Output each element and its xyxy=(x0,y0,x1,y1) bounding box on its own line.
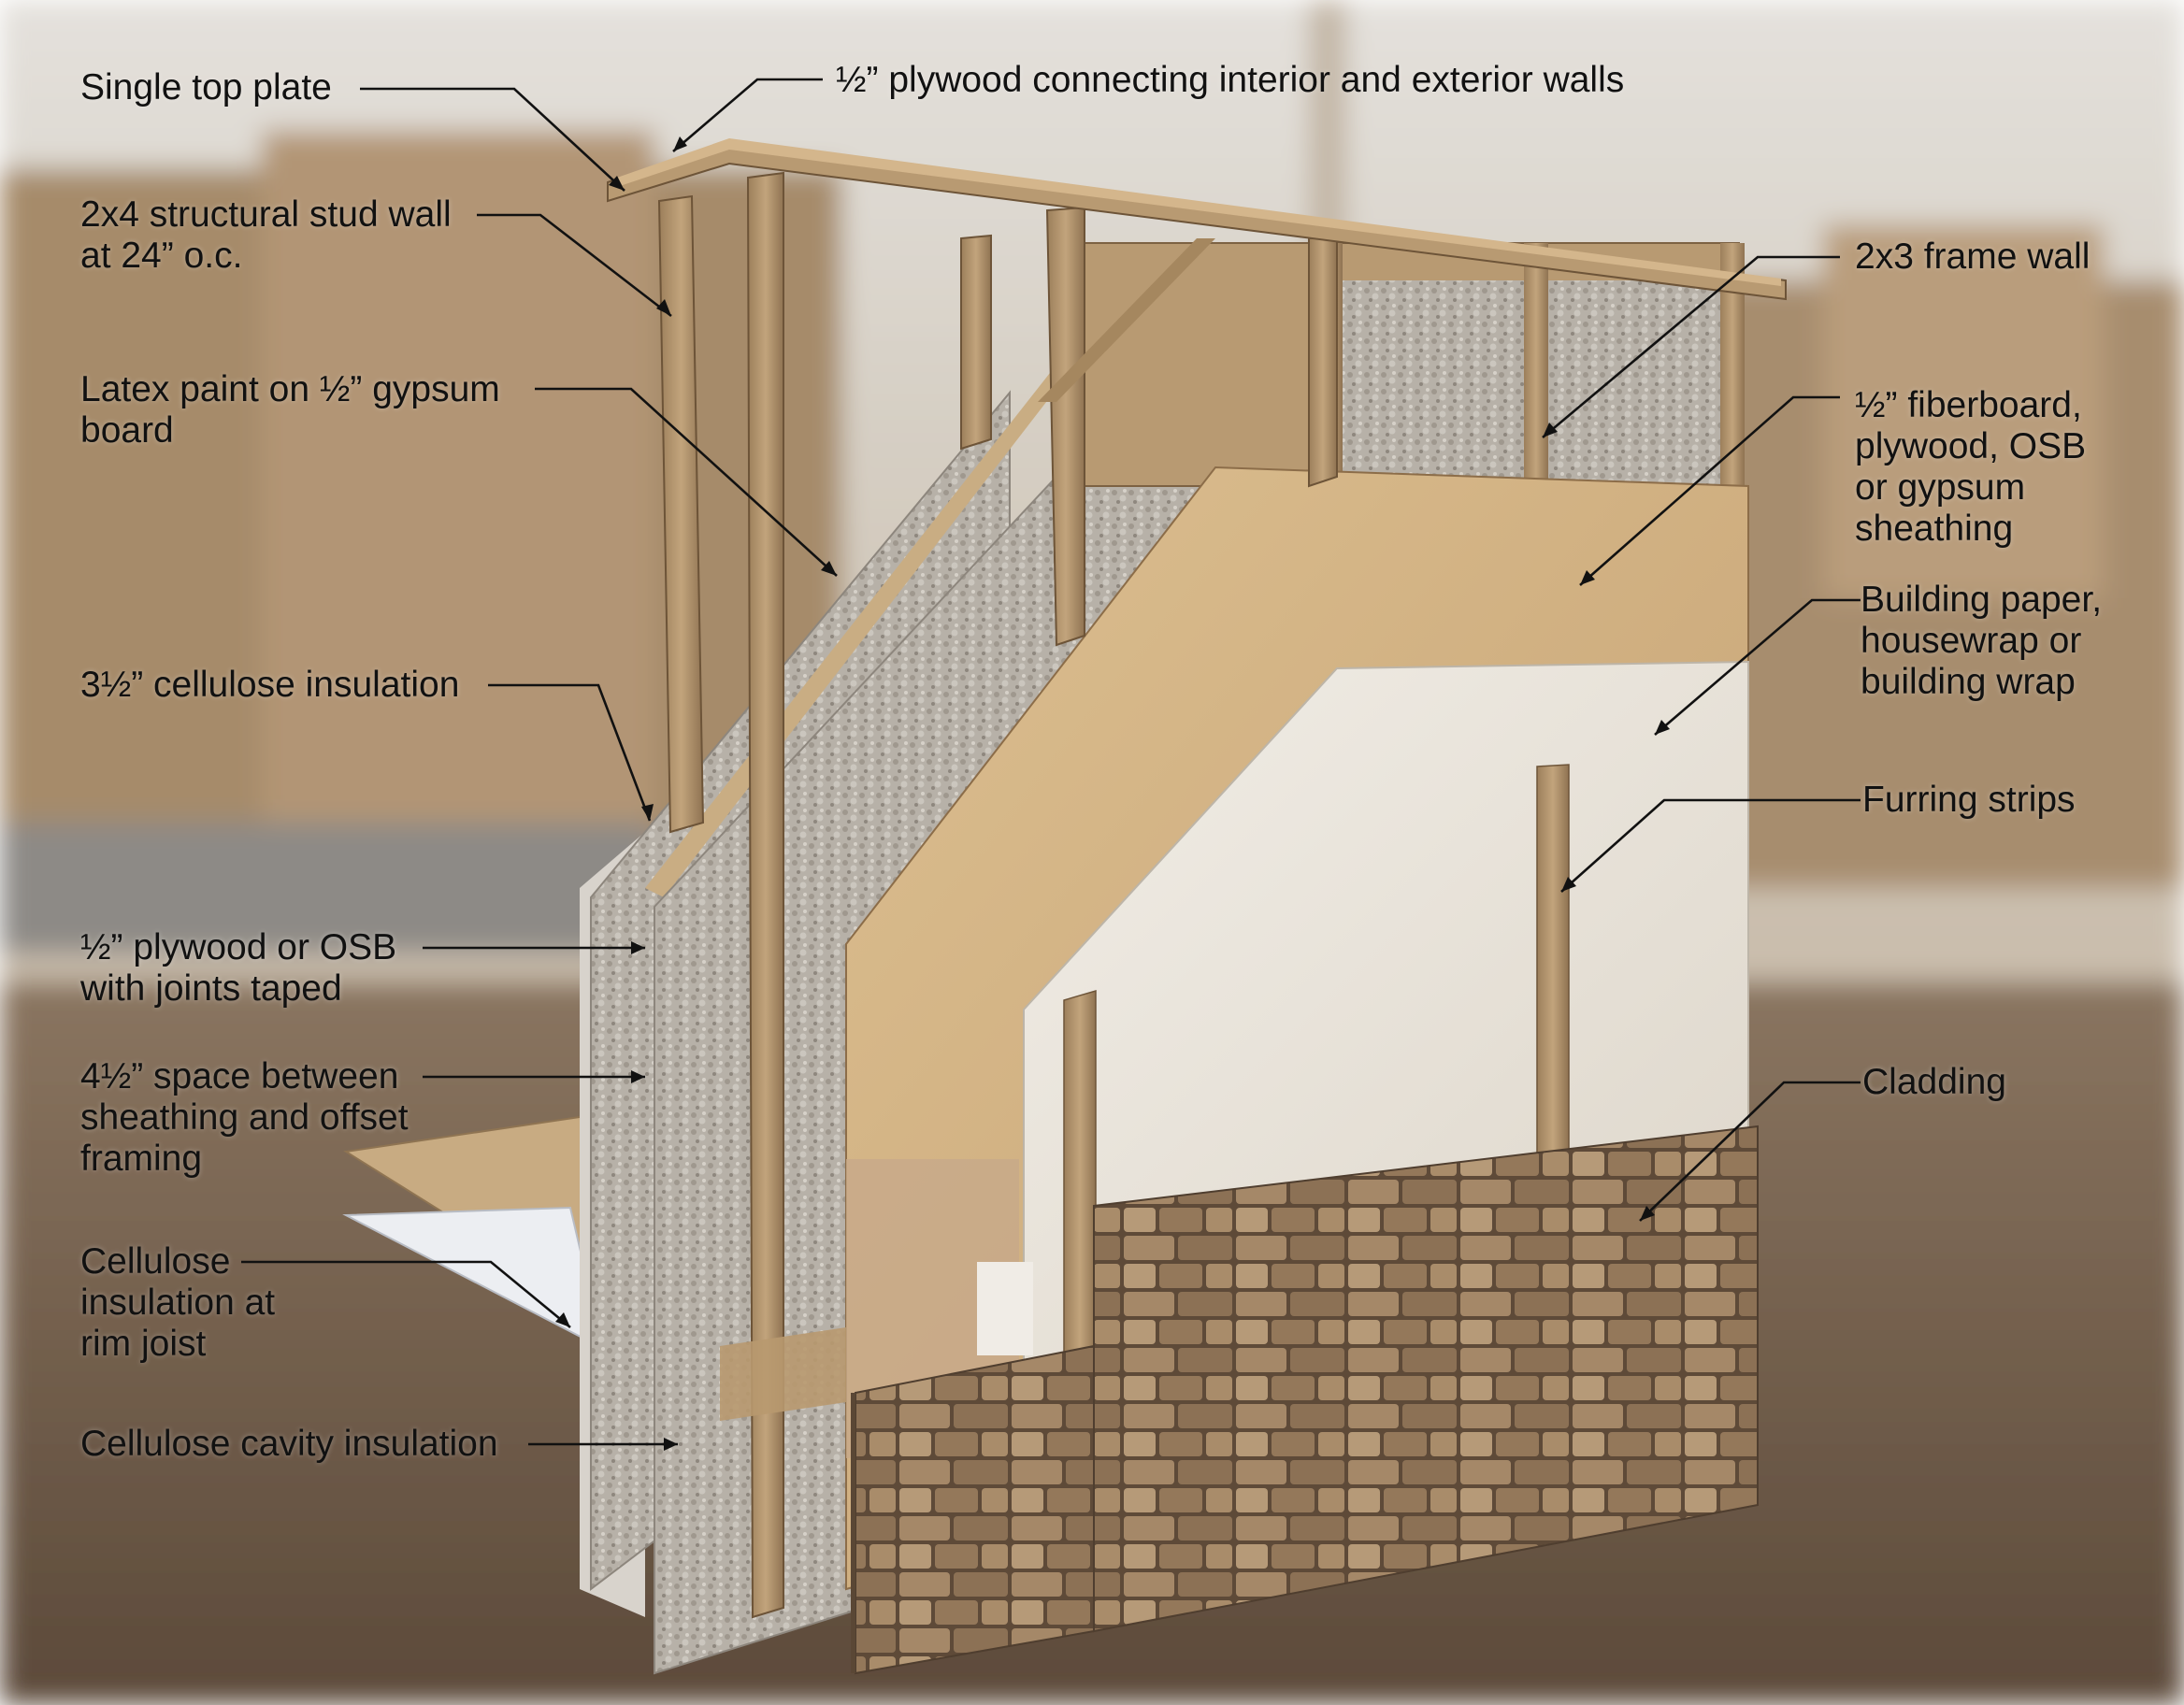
label-furring: Furring strips xyxy=(1862,780,2076,820)
leader-arrowheads xyxy=(555,136,1670,1451)
stone-cladding-lower xyxy=(855,1344,1095,1675)
label-latex-paint: Latex paint on ½” gypsum board xyxy=(80,369,500,451)
rim-band xyxy=(720,1327,846,1421)
label-plywood-osb-taped: ½” plywood or OSB with joints taped xyxy=(80,927,397,1009)
label-cellulose-cavity: Cellulose cavity insulation xyxy=(80,1424,498,1464)
label-cellulose-3half: 3½” cellulose insulation xyxy=(80,665,460,705)
label-frame-2x3: 2x3 frame wall xyxy=(1855,236,2091,277)
label-plywood-connecting: ½” plywood connecting interior and exter… xyxy=(836,60,1625,100)
label-fiberboard: ½” fiberboard, plywood, OSB or gypsum sh… xyxy=(1855,385,2087,549)
leader-lines xyxy=(241,78,1861,1446)
furring-strip-left xyxy=(1063,989,1097,1376)
stud-wall-2x4 xyxy=(657,171,1338,1619)
label-cladding: Cladding xyxy=(1862,1062,2006,1102)
label-building-paper: Building paper, housewrap or building wr… xyxy=(1861,580,2103,702)
label-cellulose-rim: Cellulose insulation at rim joist xyxy=(80,1241,276,1364)
label-stud-wall: 2x4 structural stud wall at 24” o.c. xyxy=(80,194,452,276)
label-top-plate: Single top plate xyxy=(80,67,332,107)
label-space-between: 4½” space between sheathing and offset f… xyxy=(80,1056,409,1179)
furring-strip-right xyxy=(1536,764,1570,1165)
